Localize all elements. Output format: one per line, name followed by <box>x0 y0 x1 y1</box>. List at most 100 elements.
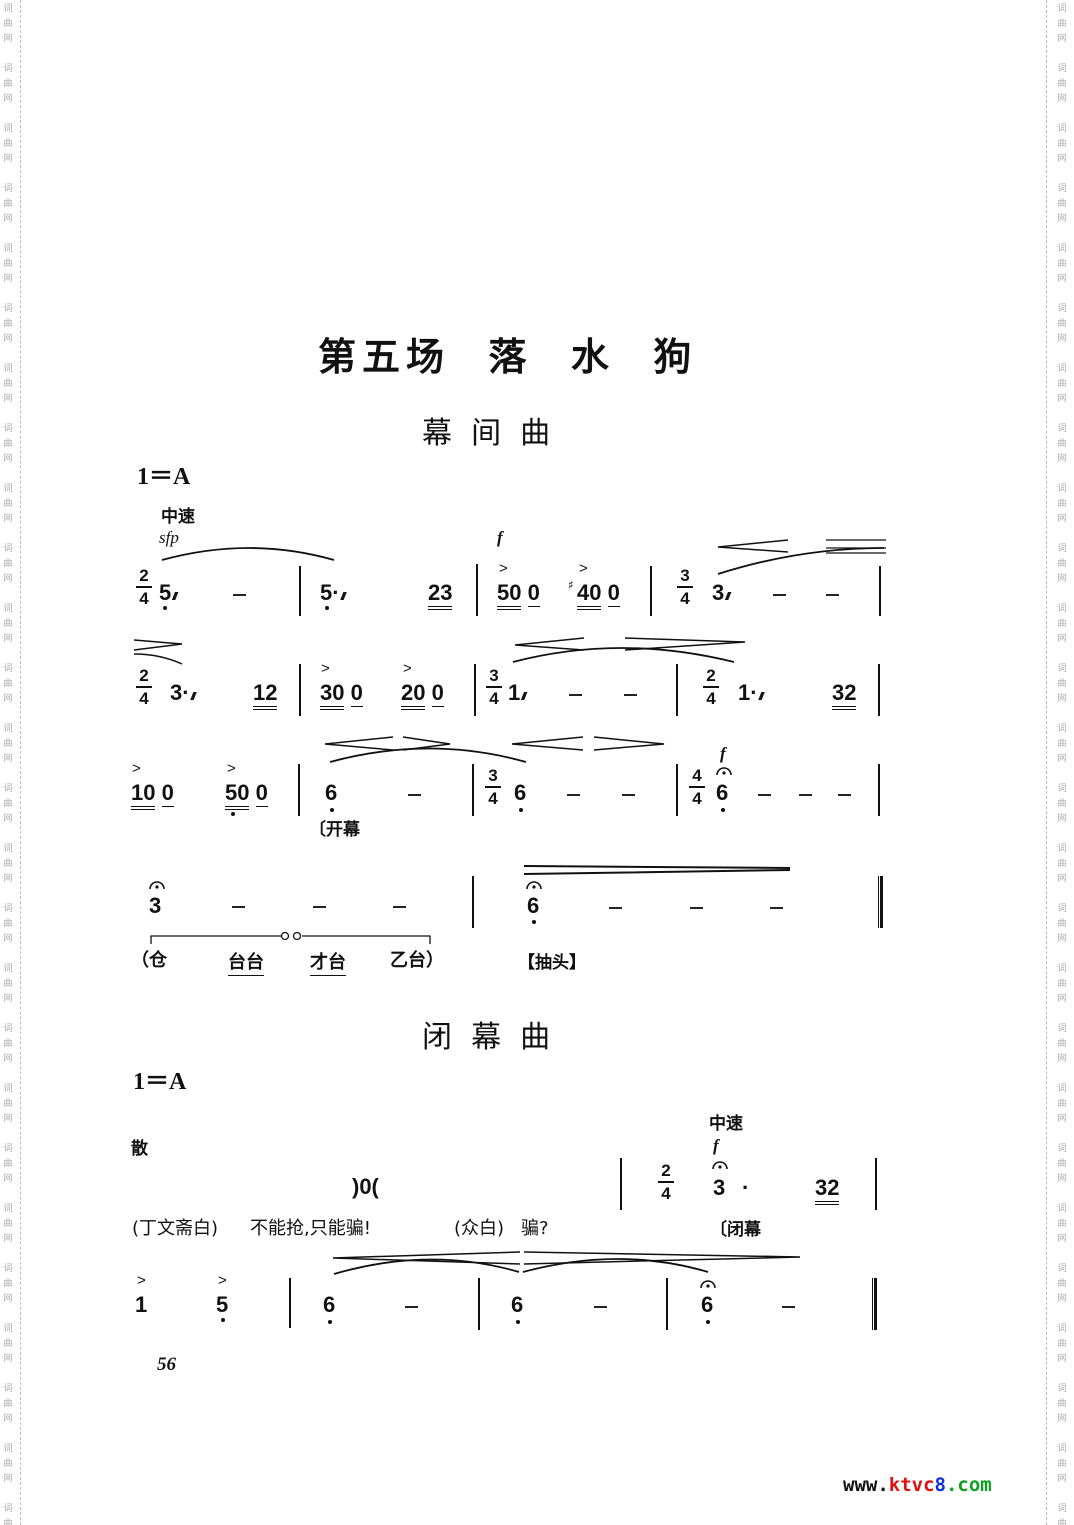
low-octave-dot <box>163 606 167 610</box>
cue-curtain-close: 〔闭幕 <box>710 1220 761 1240</box>
margin-watermark-glyph: 词 <box>3 4 13 14</box>
dialogue-speaker: (众白) <box>454 1218 505 1239</box>
free-tempo-marking: 散 <box>131 1139 148 1159</box>
extension-dash <box>393 906 406 908</box>
interlude-heading: 幕 间 曲 <box>422 416 551 451</box>
margin-watermark-glyph: 曲 <box>3 799 13 809</box>
margin-watermark-glyph: 词 <box>1057 244 1067 254</box>
margin-watermark-glyph: 词 <box>1057 604 1067 614</box>
margin-watermark-glyph: 网 <box>3 274 13 284</box>
page-number: 56 <box>157 1354 176 1375</box>
note: 3 <box>149 893 162 918</box>
margin-watermark-glyph: 词 <box>1057 1384 1067 1394</box>
margin-watermark-glyph: 曲 <box>1057 679 1067 689</box>
margin-watermark-glyph: 曲 <box>1057 559 1067 569</box>
note: 10 0 <box>131 780 174 810</box>
margin-watermark-glyph: 曲 <box>3 1519 13 1525</box>
margin-watermark-glyph: 曲 <box>3 1159 13 1169</box>
tempo-marking: 中速 <box>161 507 195 527</box>
extension-dash <box>773 594 786 596</box>
margin-watermark-glyph: 曲 <box>1057 1099 1067 1109</box>
margin-watermark-glyph: 词 <box>3 1084 13 1094</box>
margin-watermark-glyph: 曲 <box>1057 259 1067 269</box>
percussion-syllable: 台台 <box>228 948 264 976</box>
margin-watermark-glyph: 曲 <box>3 739 13 749</box>
barline <box>298 764 300 816</box>
margin-watermark-glyph: 词 <box>1057 1084 1067 1094</box>
dialogue-line: 骗? <box>521 1218 549 1239</box>
margin-watermark-glyph: 网 <box>3 1234 13 1244</box>
note: 6 <box>716 780 729 805</box>
margin-watermark-glyph: 网 <box>1057 1354 1067 1364</box>
margin-watermark-glyph: 网 <box>1057 94 1067 104</box>
margin-watermark-glyph: 词 <box>1057 364 1067 374</box>
margin-watermark-glyph: 词 <box>1057 1204 1067 1214</box>
margin-watermark-glyph: 词 <box>1057 1024 1067 1034</box>
note: 32 <box>832 680 857 710</box>
low-octave-dot <box>231 812 235 816</box>
margin-watermark-glyph: 曲 <box>1057 1159 1067 1169</box>
low-octave-dot <box>532 920 536 924</box>
key-signature: 1＝A <box>137 464 191 490</box>
margin-watermark-glyph: 词 <box>3 1444 13 1454</box>
low-octave-dot <box>516 1320 520 1324</box>
margin-watermark-glyph: 曲 <box>3 559 13 569</box>
extension-dash <box>624 694 637 696</box>
barline <box>472 764 474 816</box>
margin-watermark-glyph: 词 <box>1057 4 1067 14</box>
dynamic-forte: f <box>713 1136 719 1155</box>
site-watermark[interactable]: www.ktvc8.com <box>843 1474 992 1496</box>
margin-watermark-glyph: 网 <box>1057 694 1067 704</box>
margin-watermark-glyph: 曲 <box>1057 79 1067 89</box>
margin-watermark-glyph: 曲 <box>1057 439 1067 449</box>
barline <box>875 1158 877 1210</box>
margin-watermark-glyph: 曲 <box>1057 859 1067 869</box>
low-octave-dot <box>328 1320 332 1324</box>
margin-watermark-glyph: 词 <box>3 904 13 914</box>
margin-watermark-glyph: 曲 <box>1057 1519 1067 1525</box>
margin-watermark-glyph: 词 <box>3 424 13 434</box>
percussion-syllable: 才台 <box>310 948 346 976</box>
accent-mark: > <box>499 560 508 577</box>
margin-watermark-glyph: 词 <box>1057 784 1067 794</box>
barline <box>878 664 880 716</box>
note: 6 <box>527 893 540 918</box>
note: 6 <box>511 1292 524 1317</box>
margin-watermark-glyph: 词 <box>1057 664 1067 674</box>
margin-watermark-glyph: 词 <box>3 184 13 194</box>
extension-dash <box>758 794 771 796</box>
watermark-prefix: www. <box>843 1474 889 1496</box>
margin-watermark-glyph: 网 <box>1057 994 1067 1004</box>
note: 6 <box>514 780 527 805</box>
accent-mark: > <box>137 1272 146 1289</box>
ostinato-mark: )0( <box>352 1174 379 1199</box>
barline <box>474 664 476 716</box>
margin-watermark-glyph: 网 <box>3 1474 13 1484</box>
note: 1/// <box>508 680 527 705</box>
margin-watermark-glyph: 网 <box>3 934 13 944</box>
accent-mark: > <box>218 1272 227 1289</box>
margin-watermark-glyph: 词 <box>3 544 13 554</box>
margin-watermark-glyph: 曲 <box>3 679 13 689</box>
margin-watermark-glyph: 词 <box>3 964 13 974</box>
margin-watermark-glyph: 曲 <box>1057 199 1067 209</box>
extension-dash <box>233 594 246 596</box>
barline <box>472 876 474 928</box>
note: 30 0 <box>320 680 363 710</box>
margin-watermark-glyph: 词 <box>3 304 13 314</box>
closing-heading: 闭 幕 曲 <box>422 1020 551 1055</box>
final-barline <box>872 1278 877 1330</box>
margin-watermark-glyph: 网 <box>1057 454 1067 464</box>
low-octave-dot <box>519 808 523 812</box>
key-signature: 1＝A <box>133 1069 187 1095</box>
margin-watermark-glyph: 网 <box>3 394 13 404</box>
margin-watermark-glyph: 网 <box>3 1174 13 1184</box>
margin-watermark-glyph: 词 <box>3 604 13 614</box>
margin-watermark-glyph: 曲 <box>3 859 13 869</box>
margin-watermark-glyph: 词 <box>1057 484 1067 494</box>
dynamic-sfp: sfp <box>159 528 179 547</box>
margin-watermark-glyph: 曲 <box>3 259 13 269</box>
